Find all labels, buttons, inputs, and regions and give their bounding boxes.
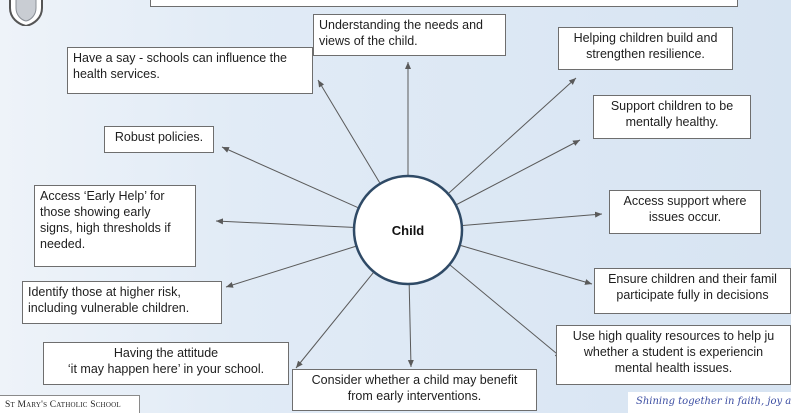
node-box-participate-fully: Ensure children and their famil particip… xyxy=(594,268,791,314)
node-box-early-interventions: Consider whether a child may benefit fro… xyxy=(292,369,537,411)
spoke-arrow-early-help xyxy=(215,218,354,228)
title-bar xyxy=(150,0,738,7)
spoke-arrow-access-support xyxy=(462,211,603,226)
spoke-arrow-higher-risk xyxy=(225,245,356,288)
node-box-access-support: Access support where issues occur. xyxy=(609,190,761,234)
node-box-quality-resources: Use high quality resources to help ju wh… xyxy=(556,325,791,385)
node-box-understanding-needs: Understanding the needs and views of the… xyxy=(313,14,506,56)
spoke-arrow-participate-fully xyxy=(460,245,593,285)
node-box-higher-risk: Identify those at higher risk, including… xyxy=(22,281,222,324)
center-label: Child xyxy=(392,223,425,238)
school-crest-icon xyxy=(9,0,43,26)
spoke-arrow-robust-policies xyxy=(221,146,359,209)
node-box-mentally-healthy: Support children to be mentally healthy. xyxy=(593,95,751,139)
school-name: St Mary's Catholic School xyxy=(0,395,140,413)
node-box-robust-policies: Robust policies. xyxy=(104,126,214,153)
node-box-have-a-say: Have a say - schools can influence the h… xyxy=(67,47,313,94)
spoke-arrow-have-a-say xyxy=(317,79,381,184)
center-circle xyxy=(352,174,464,286)
spoke-arrow-early-interventions xyxy=(407,284,414,368)
spoke-arrow-build-resilience xyxy=(448,77,577,194)
node-box-attitude: Having the attitude ‘it may happen here’… xyxy=(43,342,289,385)
school-motto: Shining together in faith, joy and xyxy=(628,392,791,413)
node-box-build-resilience: Helping children build and strengthen re… xyxy=(558,27,733,70)
spoke-arrow-quality-resources xyxy=(449,264,563,359)
node-box-early-help: Access ‘Early Help’ for those showing ea… xyxy=(34,185,196,267)
spoke-arrow-mentally-healthy xyxy=(456,139,581,205)
spoke-arrow-attitude xyxy=(295,272,374,369)
